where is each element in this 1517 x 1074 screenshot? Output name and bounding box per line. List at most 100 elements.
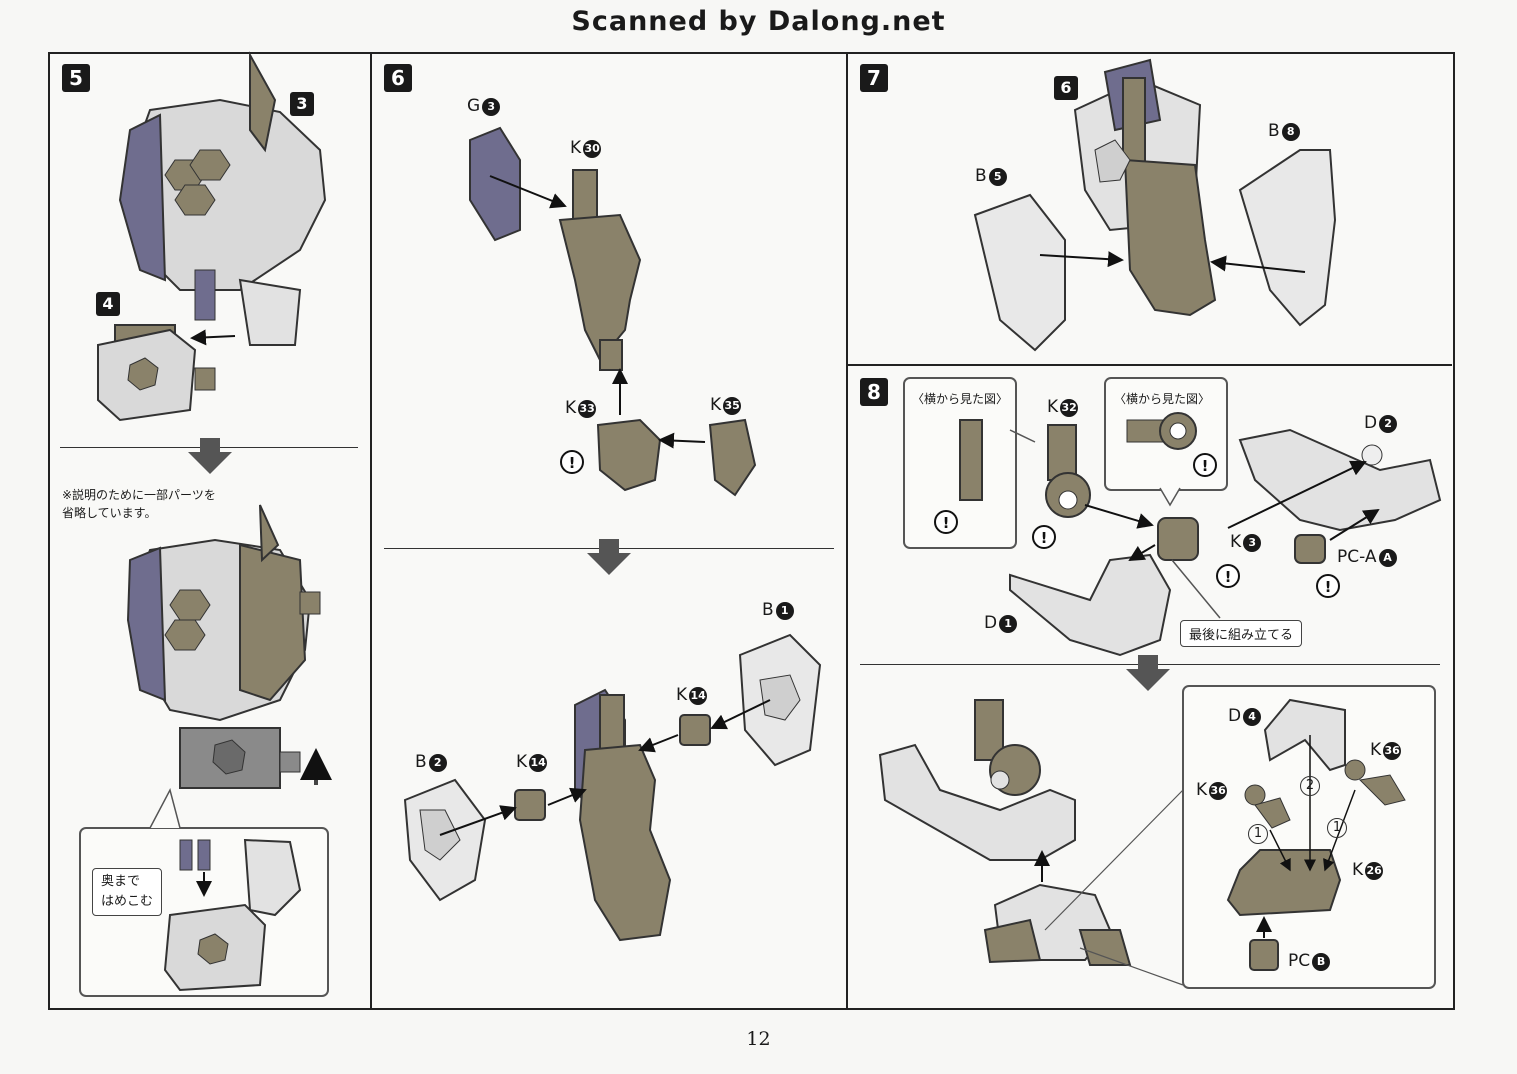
label-number: 36	[1383, 742, 1402, 760]
label-letter: K	[710, 395, 722, 415]
label-letter: K	[1230, 532, 1242, 552]
label-number: 2	[428, 754, 447, 772]
down-arrow-icon	[1126, 669, 1170, 691]
label-letter: D	[1228, 706, 1242, 726]
step-number: 7	[860, 64, 888, 92]
svg-text:!: !	[1225, 568, 1232, 586]
label-letter: B	[415, 752, 427, 772]
label-number: 5	[988, 168, 1007, 186]
assemble-last-callout: 最後に組み立てる	[1180, 620, 1303, 647]
label-letter: K	[1352, 860, 1364, 880]
label-number: A	[1378, 549, 1397, 567]
step6-top-parts: !	[469, 126, 757, 497]
label-number: 14	[529, 754, 548, 772]
order-marker: 1	[1327, 818, 1347, 838]
label-number: 3	[1243, 534, 1262, 552]
side-view-label: 〈横から見た図〉	[912, 392, 1009, 406]
label-number: 4	[1243, 708, 1262, 726]
step-number: 6	[384, 64, 412, 92]
divider-3	[846, 364, 1452, 366]
down-arrow-stem	[599, 539, 619, 553]
svg-text:!: !	[1325, 578, 1332, 596]
label-letter: K	[516, 752, 528, 772]
page-number: 12	[746, 1028, 771, 1050]
divider-2	[846, 52, 848, 1008]
svg-text:!: !	[1041, 529, 1048, 547]
step8-bottom-parts	[878, 685, 1436, 989]
side-view-label: 〈横から見た図〉	[1114, 392, 1211, 406]
label-letter: PC-A	[1337, 547, 1377, 567]
step-number: 8	[860, 378, 888, 406]
label-letter: D	[984, 613, 998, 633]
svg-text:!: !	[1202, 457, 1209, 475]
down-arrow-icon	[587, 553, 631, 575]
label-letter: K	[570, 138, 582, 158]
omission-note: ※説明のために一部パーツを 省略しています。	[62, 488, 216, 520]
step5-detail-part	[163, 838, 302, 992]
order-marker: 2	[1300, 776, 1320, 796]
label-number: 1	[999, 615, 1018, 633]
down-arrow-icon	[188, 452, 232, 474]
part-ref-badge: 6	[1054, 76, 1078, 100]
label-letter: K	[676, 685, 688, 705]
label-number: B	[1312, 953, 1331, 971]
step8-top-parts: ! ! ! ! !	[903, 377, 1442, 657]
step5-joint-part	[97, 324, 216, 422]
label-number: 33	[578, 400, 597, 418]
label-number: 1	[775, 602, 794, 620]
label-letter: D	[1364, 413, 1378, 433]
label-number: 32	[1060, 399, 1079, 417]
label-number: 3	[482, 98, 501, 116]
step6-bottom-parts	[403, 633, 822, 942]
label-number: 26	[1365, 862, 1384, 880]
step7-parts	[973, 58, 1337, 352]
down-arrow-stem	[1138, 655, 1158, 669]
label-letter: PC	[1288, 951, 1311, 971]
label-number: 36	[1209, 782, 1228, 800]
step-number: 5	[62, 64, 90, 92]
scan-credit-header: Scanned by Dalong.net	[571, 6, 946, 37]
svg-text:!: !	[943, 514, 950, 532]
svg-text:!: !	[569, 454, 576, 472]
divider-1	[370, 52, 372, 1008]
part-ref-badge: 3	[290, 92, 314, 116]
label-letter: B	[975, 166, 987, 186]
label-letter: B	[1268, 121, 1280, 141]
label-letter: G	[467, 96, 481, 116]
label-number: 2	[1379, 415, 1398, 433]
push-in-callout: 奥まで はめこむ	[92, 868, 163, 916]
label-letter: K	[1196, 780, 1208, 800]
step5-shoulder-part	[118, 51, 327, 346]
order-marker: 1	[1248, 824, 1268, 844]
part-ref-badge: 4	[96, 292, 120, 316]
label-letter: K	[1370, 740, 1382, 760]
label-number: 30	[583, 140, 602, 158]
label-letter: B	[762, 600, 774, 620]
label-number: 35	[723, 397, 742, 415]
label-number: 14	[689, 687, 708, 705]
label-number: 8	[1281, 123, 1300, 141]
step5-assembled-part	[126, 504, 332, 789]
label-letter: K	[565, 398, 577, 418]
